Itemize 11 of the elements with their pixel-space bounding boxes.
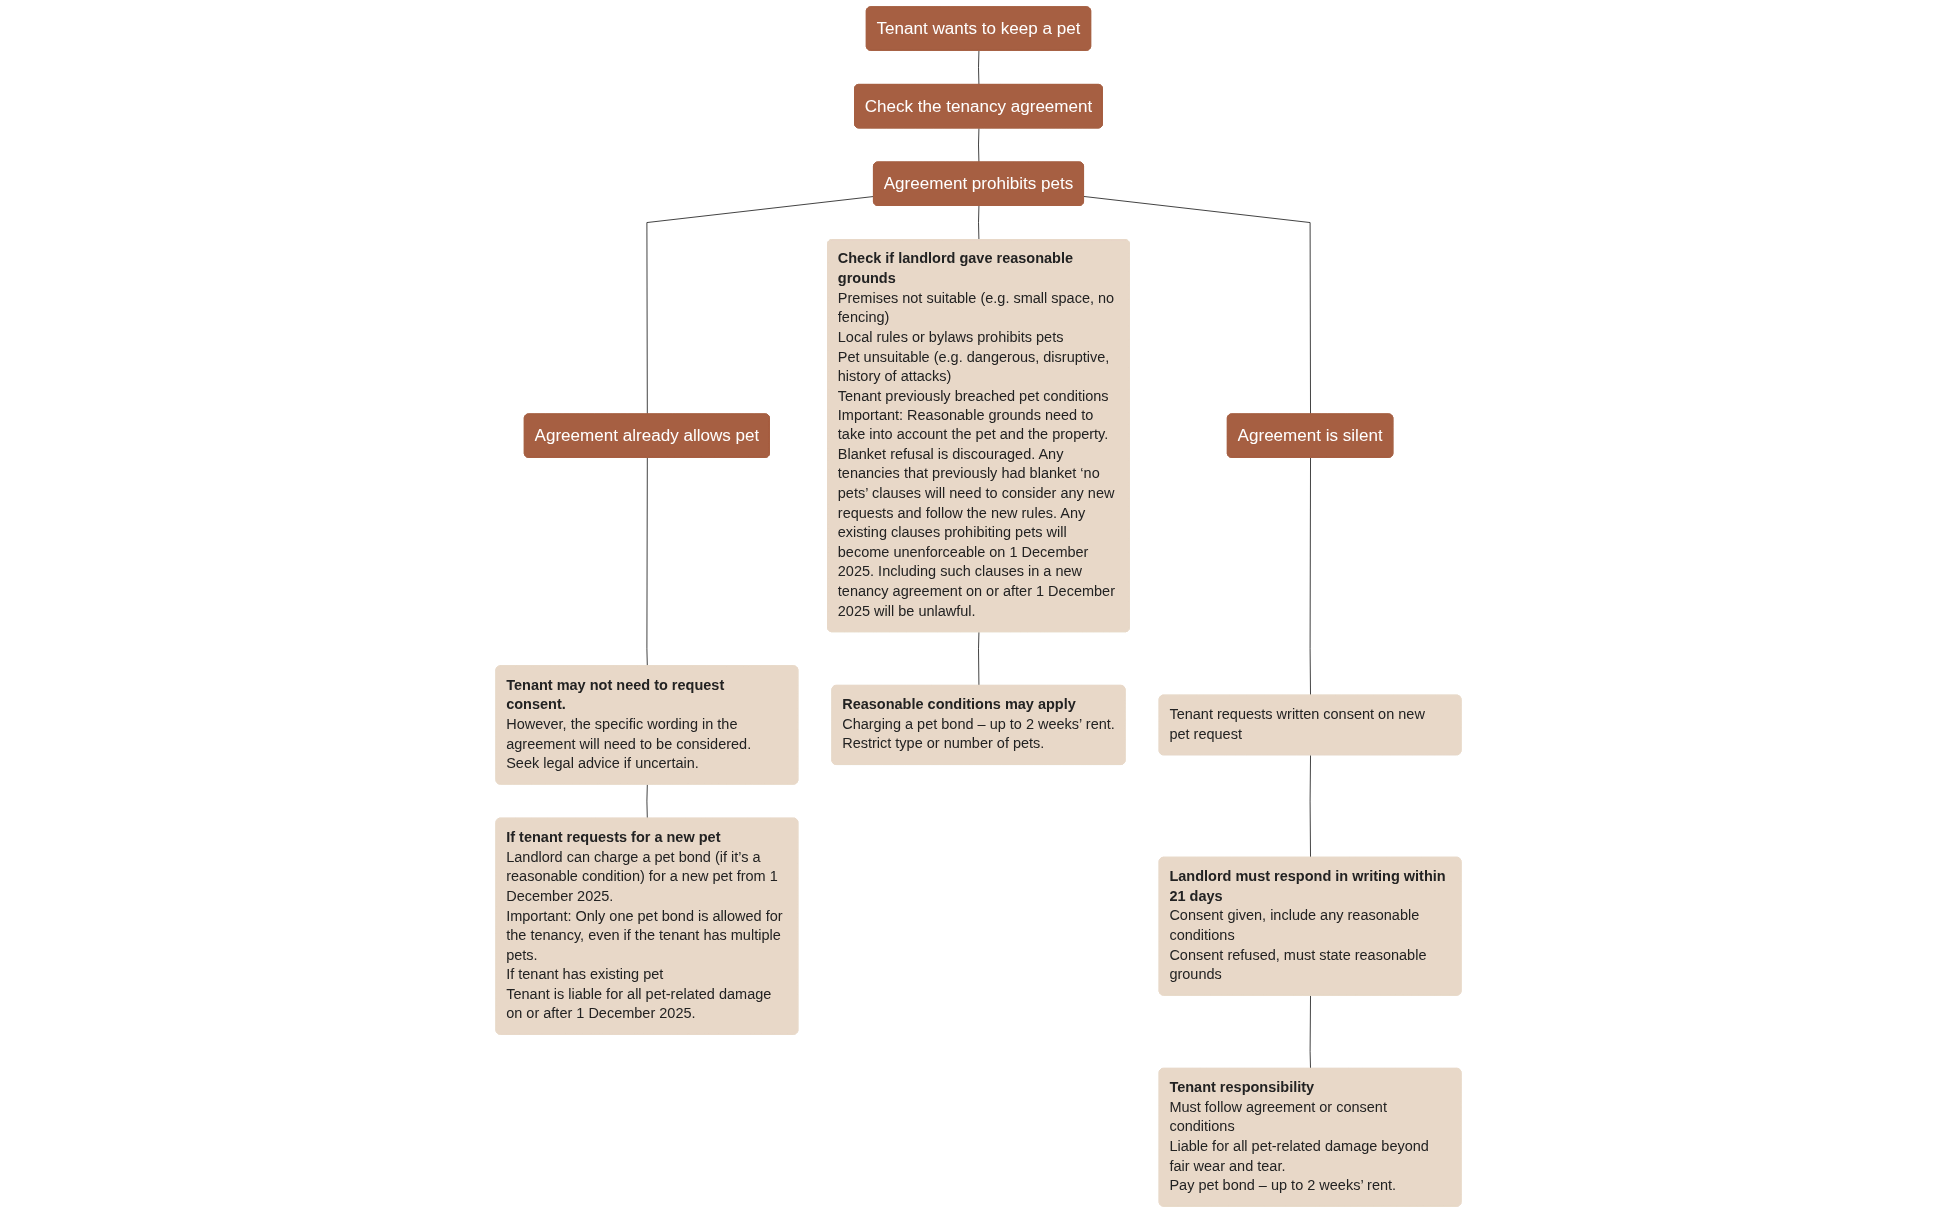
connector: [646, 196, 875, 415]
connector: [1309, 754, 1311, 859]
connector: [646, 457, 648, 667]
connector: [1309, 995, 1311, 1070]
connector: [1309, 457, 1311, 696]
connector: [978, 127, 980, 163]
connector: [978, 631, 980, 687]
connector: [1083, 196, 1311, 415]
connector: [646, 784, 648, 820]
connector: [978, 205, 980, 241]
connector: [978, 50, 980, 86]
